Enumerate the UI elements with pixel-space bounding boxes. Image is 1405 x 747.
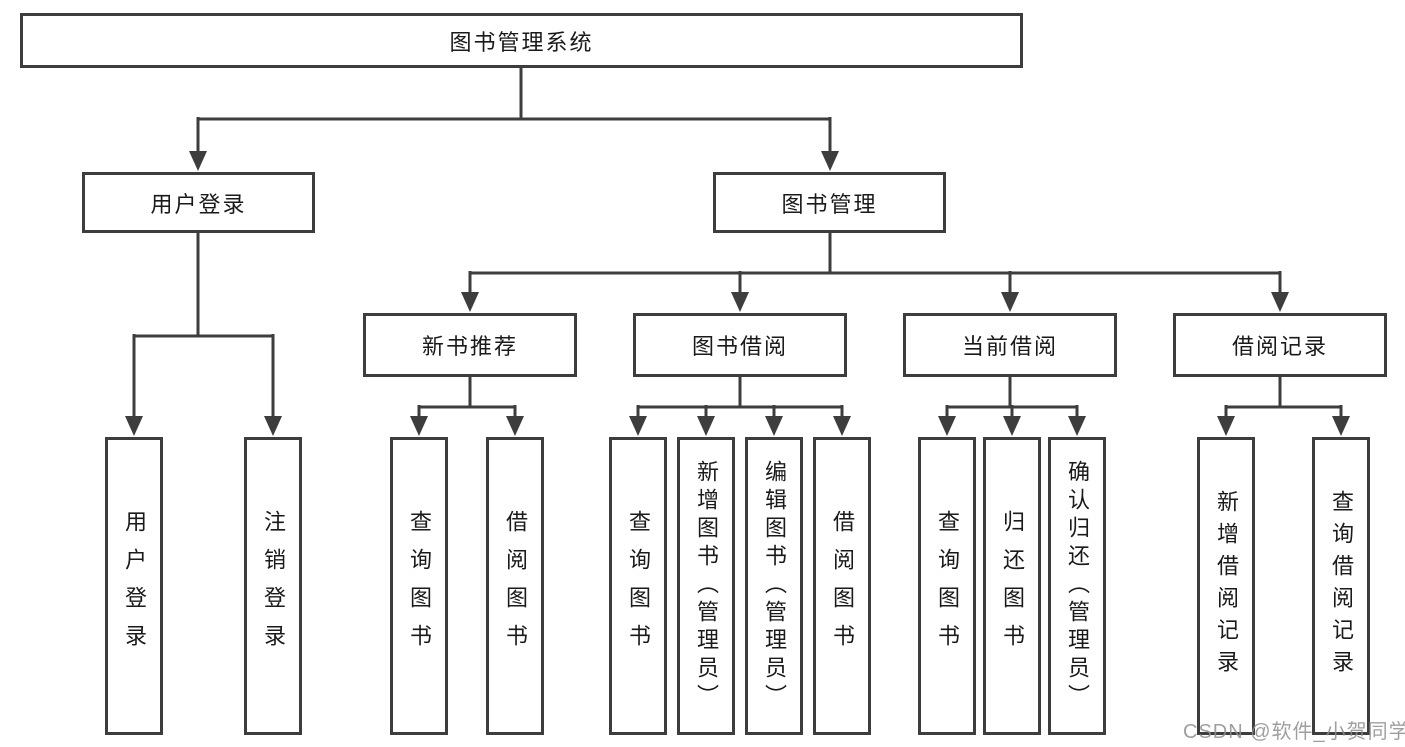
leaf-borrow-books-recommend: 借阅图书 bbox=[486, 437, 544, 735]
leaf-borrow-books-borrowing-label: 借阅图书 bbox=[830, 510, 855, 662]
node-new-book-recommend: 新书推荐 bbox=[363, 313, 577, 377]
leaf-query-books-recommend: 查询图书 bbox=[390, 437, 448, 735]
leaf-add-book-admin: 新增图书（管理员） bbox=[677, 437, 735, 735]
leaf-edit-book-admin-label: 编辑图书（管理员） bbox=[762, 460, 787, 712]
leaf-query-borrow-record-label: 查询借阅记录 bbox=[1329, 490, 1354, 682]
leaf-borrow-books-recommend-label: 借阅图书 bbox=[503, 510, 528, 662]
leaf-logout-label: 注销登录 bbox=[261, 510, 286, 662]
node-current-borrowing: 当前借阅 bbox=[903, 313, 1117, 377]
leaf-user-login: 用户登录 bbox=[105, 437, 163, 735]
leaf-query-books-borrowing-label: 查询图书 bbox=[626, 510, 651, 662]
node-borrowing-records: 借阅记录 bbox=[1173, 313, 1387, 377]
leaf-confirm-return-admin: 确认归还（管理员） bbox=[1048, 437, 1106, 735]
leaf-return-book: 归还图书 bbox=[983, 437, 1041, 735]
node-book-borrowing: 图书借阅 bbox=[633, 313, 847, 377]
leaf-return-book-label: 归还图书 bbox=[1000, 510, 1025, 662]
leaf-query-books-borrowing: 查询图书 bbox=[609, 437, 667, 735]
leaf-add-book-admin-label: 新增图书（管理员） bbox=[694, 460, 719, 712]
leaf-query-books-recommend-label: 查询图书 bbox=[407, 510, 432, 662]
node-book-management: 图书管理 bbox=[713, 172, 946, 233]
leaf-add-borrow-record: 新增借阅记录 bbox=[1197, 437, 1255, 735]
leaf-query-borrow-record: 查询借阅记录 bbox=[1312, 437, 1370, 735]
leaf-user-login-label: 用户登录 bbox=[122, 510, 147, 662]
leaf-query-books-current-label: 查询图书 bbox=[935, 510, 960, 662]
leaf-borrow-books-borrowing: 借阅图书 bbox=[813, 437, 871, 735]
csdn-watermark: CSDN @软件_小贺同学 bbox=[1183, 721, 1405, 743]
node-user-login: 用户登录 bbox=[82, 172, 315, 233]
leaf-logout: 注销登录 bbox=[244, 437, 302, 735]
leaf-confirm-return-admin-label: 确认归还（管理员） bbox=[1065, 460, 1090, 712]
leaf-edit-book-admin: 编辑图书（管理员） bbox=[745, 437, 803, 735]
node-root: 图书管理系统 bbox=[20, 13, 1023, 68]
leaf-query-books-current: 查询图书 bbox=[918, 437, 976, 735]
leaf-add-borrow-record-label: 新增借阅记录 bbox=[1214, 490, 1239, 682]
